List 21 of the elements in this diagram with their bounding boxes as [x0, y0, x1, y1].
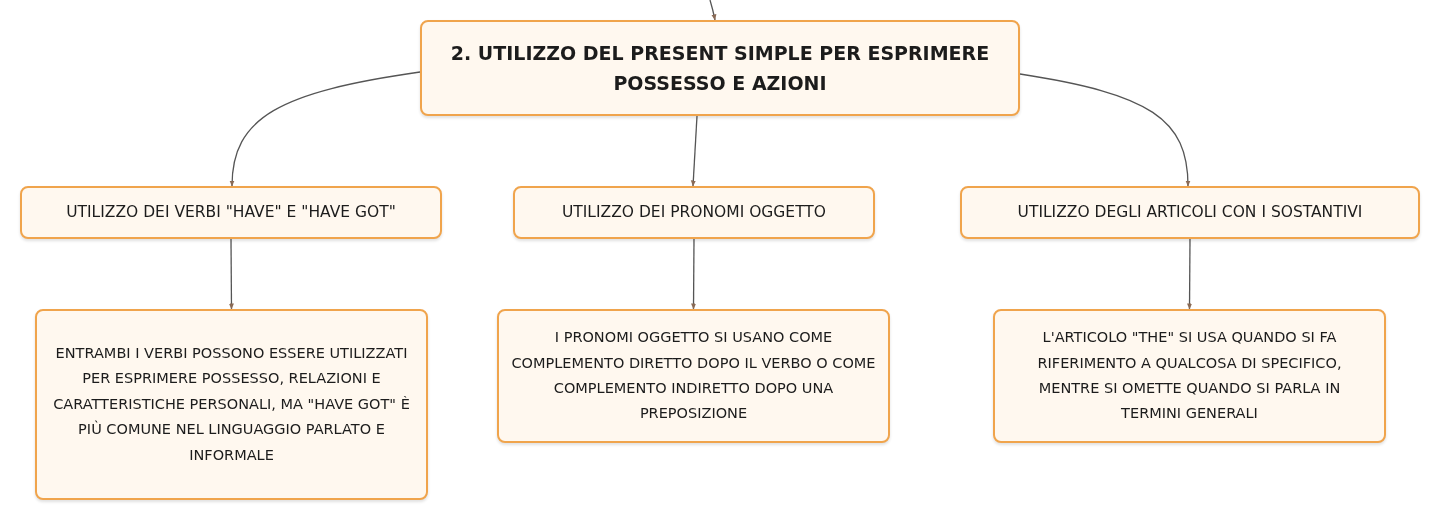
- node-text: L'ARTICOLO "THE" SI USA QUANDO SI FA RIFERIMENTO A QUALCOSA DI SPECIFICO, MENTRE SI OMETTE QUANDO SI PARLA IN TERMINI GENERALI: [1036, 328, 1343, 424]
- connector-arrow: [1187, 238, 1193, 310]
- subtopic-box: [513, 186, 875, 239]
- node-text: 2. UTILIZZO DEL PRESENT SIMPLE PER ESPRIMERE POSSESSO E AZIONI: [449, 40, 991, 96]
- node-text: UTILIZZO DEI PRONOMI OGGETTO: [561, 202, 826, 223]
- subtopic-box: [20, 186, 442, 239]
- node-text: I PRONOMI OGGETTO SI USANO COME COMPLEMENTO DIRETTO DOPO IL VERBO O COME COMPLEMENTO INDIRETTO DOPO UNA PREPOSIZIONE: [511, 328, 876, 424]
- topic-box: [420, 20, 1020, 116]
- connector-arrow: [1019, 73, 1191, 187]
- detail-box: [993, 309, 1386, 443]
- detail-box: [497, 309, 890, 443]
- node-text: ENTRAMBI I VERBI POSSONO ESSERE UTILIZZATI PER ESPRIMERE POSSESSO, RELAZIONI E CARATTERISTICHE PERSONALI, MA "HAVE GOT" È PIÙ COMUNE NEL LINGUAGGIO PARLATO E INFORMALE: [52, 344, 411, 465]
- connector-arrow: [690, 115, 698, 187]
- connector-arrow: [228, 238, 234, 310]
- detail-box: [35, 309, 428, 500]
- node-text: UTILIZZO DEI VERBI "HAVE" E "HAVE GOT": [66, 202, 396, 223]
- connector-arrow: [229, 71, 421, 187]
- connector-arrow: [709, 0, 717, 21]
- subtopic-box: [960, 186, 1420, 239]
- node-text: UTILIZZO DEGLI ARTICOLI CON I SOSTANTIVI: [1017, 202, 1363, 223]
- connector-arrow: [691, 238, 697, 310]
